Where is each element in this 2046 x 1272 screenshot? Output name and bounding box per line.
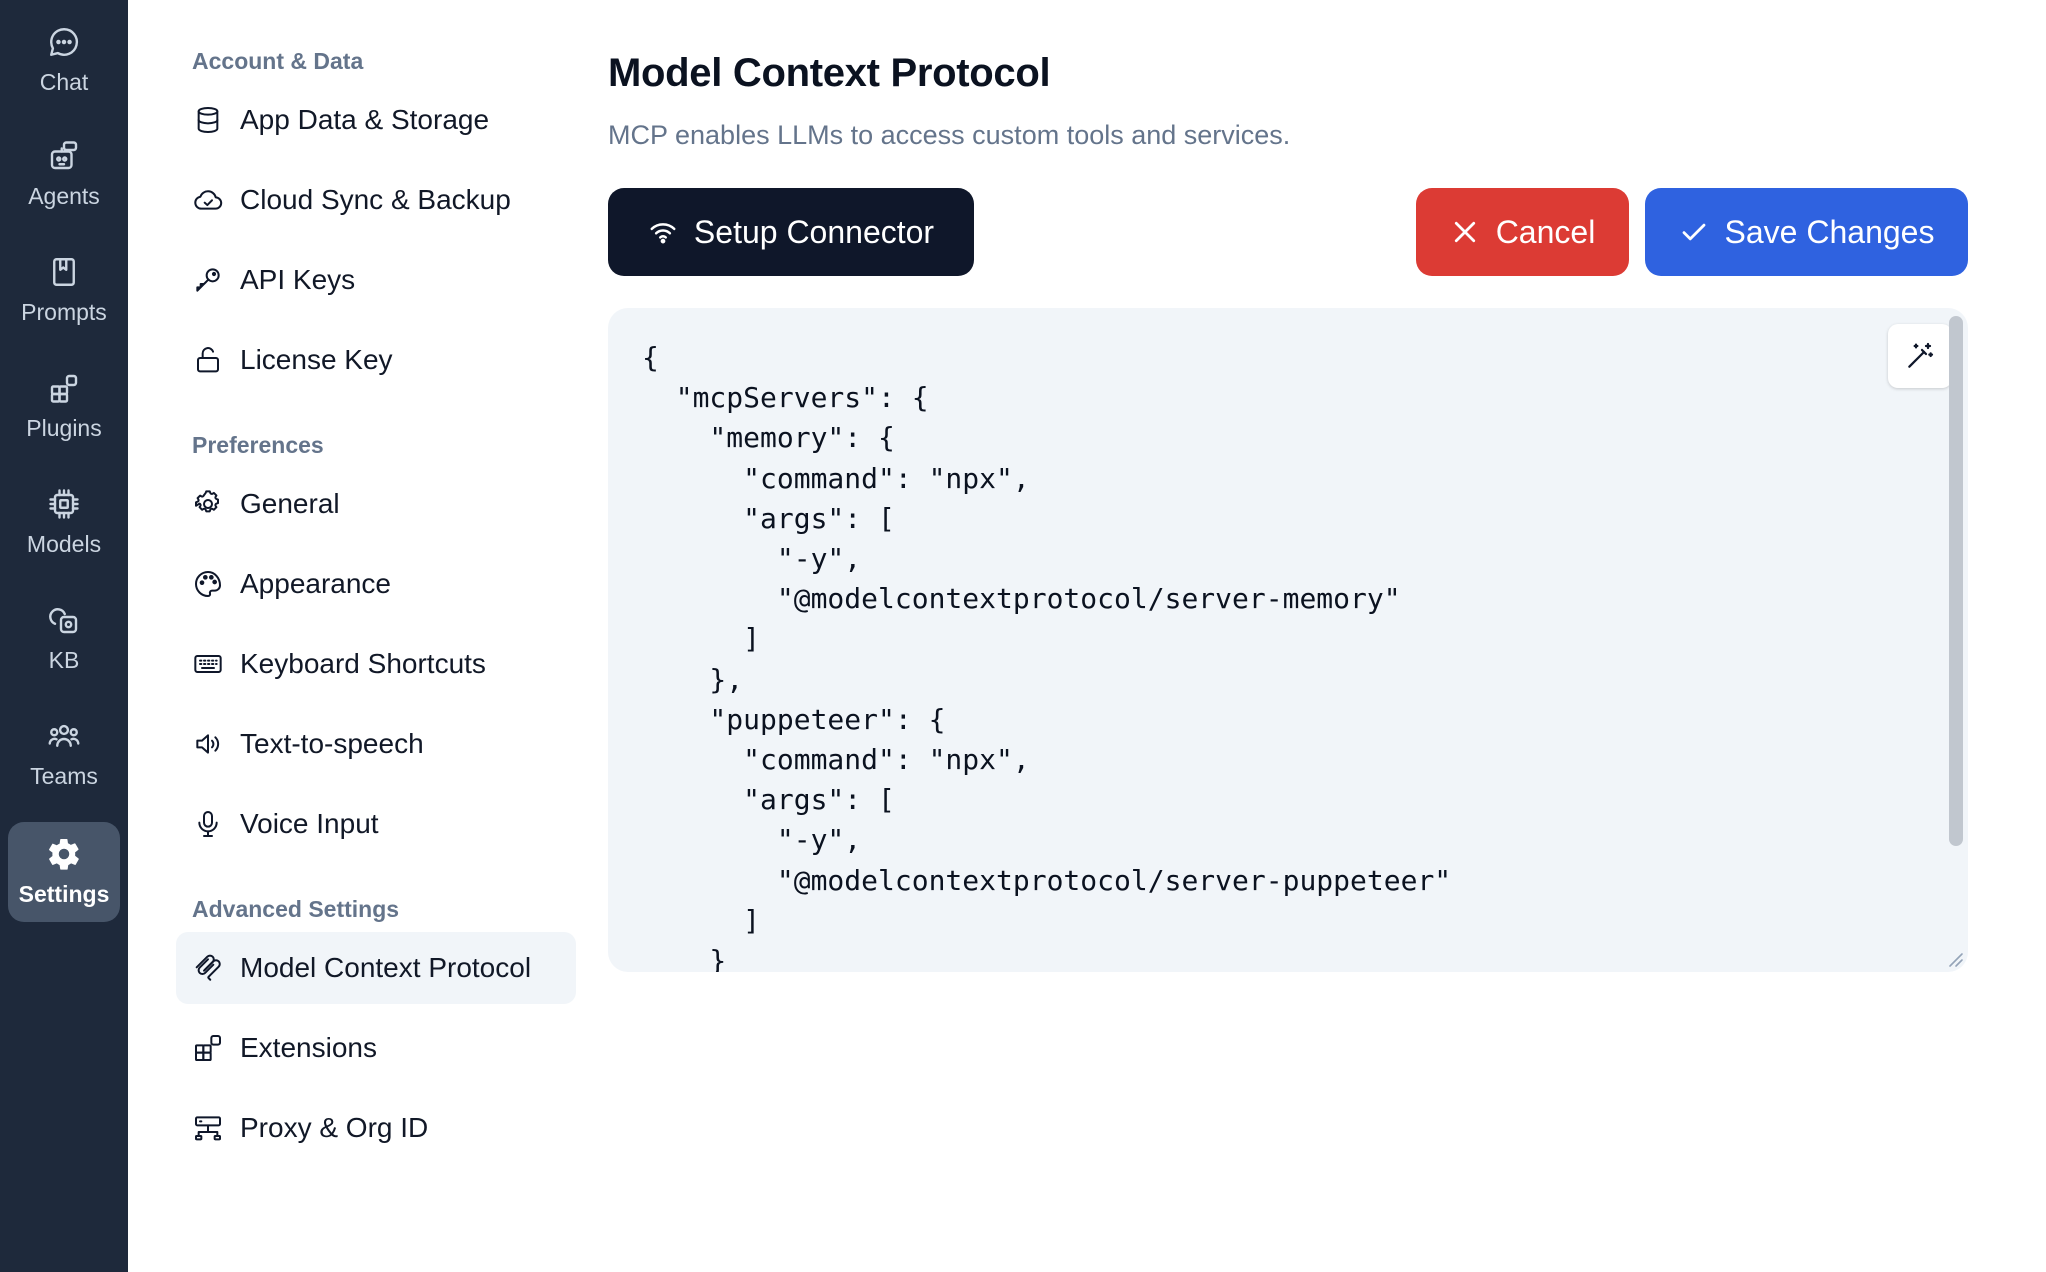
puzzle-blocks-icon xyxy=(50,374,78,403)
rail-item-agents[interactable]: Agents xyxy=(8,124,120,224)
rail-item-kb[interactable]: KB xyxy=(8,588,120,688)
sidebar-item-label: API Keys xyxy=(240,264,356,295)
sidebar-item-label: License Key xyxy=(240,344,393,375)
section-heading-account: Account & Data xyxy=(192,48,364,74)
rail-item-prompts[interactable]: Prompts xyxy=(8,240,120,340)
app-rail: Chat Agents Prompts Plugins Models KB xyxy=(0,0,128,1272)
section-heading-advanced: Advanced Settings xyxy=(192,896,400,922)
setup-connector-button[interactable]: Setup Connector xyxy=(608,188,974,276)
cancel-label: Cancel xyxy=(1495,213,1596,250)
rail-item-label: Models xyxy=(26,531,102,557)
rail-item-settings[interactable]: Settings xyxy=(8,822,120,922)
microphone-icon xyxy=(198,811,218,837)
knowledge-base-icon xyxy=(49,608,78,634)
chip-icon xyxy=(49,489,79,519)
sidebar-item-label: Keyboard Shortcuts xyxy=(240,648,486,679)
rail-item-label: Chat xyxy=(39,69,89,95)
rail-item-chat[interactable]: Chat xyxy=(8,10,120,110)
agents-icon xyxy=(50,141,78,170)
magic-wand-icon xyxy=(1908,342,1934,368)
network-icon xyxy=(195,1116,221,1141)
mcp-config-editor[interactable]: { "mcpServers": { "memory": { "command":… xyxy=(608,308,1968,972)
sidebar-item-label: General xyxy=(240,488,340,519)
resize-handle-icon[interactable] xyxy=(1942,946,1966,970)
sidebar-item-voice-input[interactable]: Voice Input xyxy=(176,788,576,860)
rail-item-label: Prompts xyxy=(21,299,107,325)
sidebar-item-label: Extensions xyxy=(240,1032,377,1063)
sidebar-item-label: App Data & Storage xyxy=(240,104,490,135)
database-icon xyxy=(197,107,219,133)
editor-scrollbar-thumb[interactable] xyxy=(1949,316,1963,846)
check-icon xyxy=(1682,223,1705,241)
palette-icon xyxy=(195,571,221,597)
sidebar-item-label: Text-to-speech xyxy=(240,728,424,759)
sidebar-item-appearance[interactable]: Appearance xyxy=(176,548,576,620)
sidebar-item-proxy-org-id[interactable]: Proxy & Org ID xyxy=(176,1092,576,1164)
sidebar-item-api-keys[interactable]: API Keys xyxy=(176,244,576,316)
rail-item-teams[interactable]: Teams xyxy=(8,704,120,804)
rail-item-label: Agents xyxy=(28,183,100,209)
sidebar-item-label: Proxy & Org ID xyxy=(240,1112,429,1143)
gear-icon xyxy=(195,490,219,513)
wifi-icon xyxy=(650,223,676,244)
unlock-icon xyxy=(197,347,219,373)
setup-connector-label: Setup Connector xyxy=(693,213,935,250)
rail-item-label: Plugins xyxy=(26,415,102,441)
rail-item-label: Settings xyxy=(18,881,110,907)
page-subtitle: MCP enables LLMs to access custom tools … xyxy=(608,120,1291,150)
chat-bubble-icon xyxy=(50,28,79,56)
section-heading-preferences: Preferences xyxy=(192,432,324,458)
keyboard-icon xyxy=(194,655,222,673)
extensions-icon xyxy=(195,1035,221,1061)
rail-item-plugins[interactable]: Plugins xyxy=(8,356,120,456)
save-changes-label: Save Changes xyxy=(1724,213,1935,250)
sidebar-item-extensions[interactable]: Extensions xyxy=(176,1012,576,1084)
cloud-icon xyxy=(194,190,223,210)
sidebar-item-label: Appearance xyxy=(240,568,392,599)
sidebar-item-license-key[interactable]: License Key xyxy=(176,324,576,396)
team-icon xyxy=(48,724,80,747)
format-json-button[interactable] xyxy=(1888,324,1952,388)
sidebar-item-label: Voice Input xyxy=(240,808,379,839)
cancel-button[interactable]: Cancel xyxy=(1416,188,1629,276)
rail-item-label: Teams xyxy=(30,763,98,789)
sidebar-item-model-context-protocol[interactable]: Model Context Protocol xyxy=(176,932,576,1004)
editor-code[interactable]: { "mcpServers": { "memory": { "command":… xyxy=(642,341,1452,972)
rail-item-label: KB xyxy=(48,647,80,673)
save-changes-button[interactable]: Save Changes xyxy=(1645,188,1968,276)
bookmark-icon xyxy=(53,258,75,286)
sidebar-item-keyboard-shortcuts[interactable]: Keyboard Shortcuts xyxy=(176,628,576,700)
speaker-icon xyxy=(196,734,220,754)
settings-sidebar: Account & Data App Data & Storage Cloud … xyxy=(128,0,598,1272)
close-icon xyxy=(1454,221,1475,243)
sidebar-item-label: Cloud Sync & Backup xyxy=(240,184,511,215)
page-title: Model Context Protocol xyxy=(608,51,1051,95)
sidebar-item-app-data[interactable]: App Data & Storage xyxy=(176,84,576,156)
sidebar-item-text-to-speech[interactable]: Text-to-speech xyxy=(176,708,576,780)
key-icon xyxy=(196,268,220,292)
sidebar-item-cloud-sync[interactable]: Cloud Sync & Backup xyxy=(176,164,576,236)
sidebar-item-label: Model Context Protocol xyxy=(240,952,532,983)
mcp-icon xyxy=(195,954,221,981)
rail-item-models[interactable]: Models xyxy=(8,472,120,572)
gear-icon xyxy=(49,838,79,870)
sidebar-item-general[interactable]: General xyxy=(176,468,576,540)
